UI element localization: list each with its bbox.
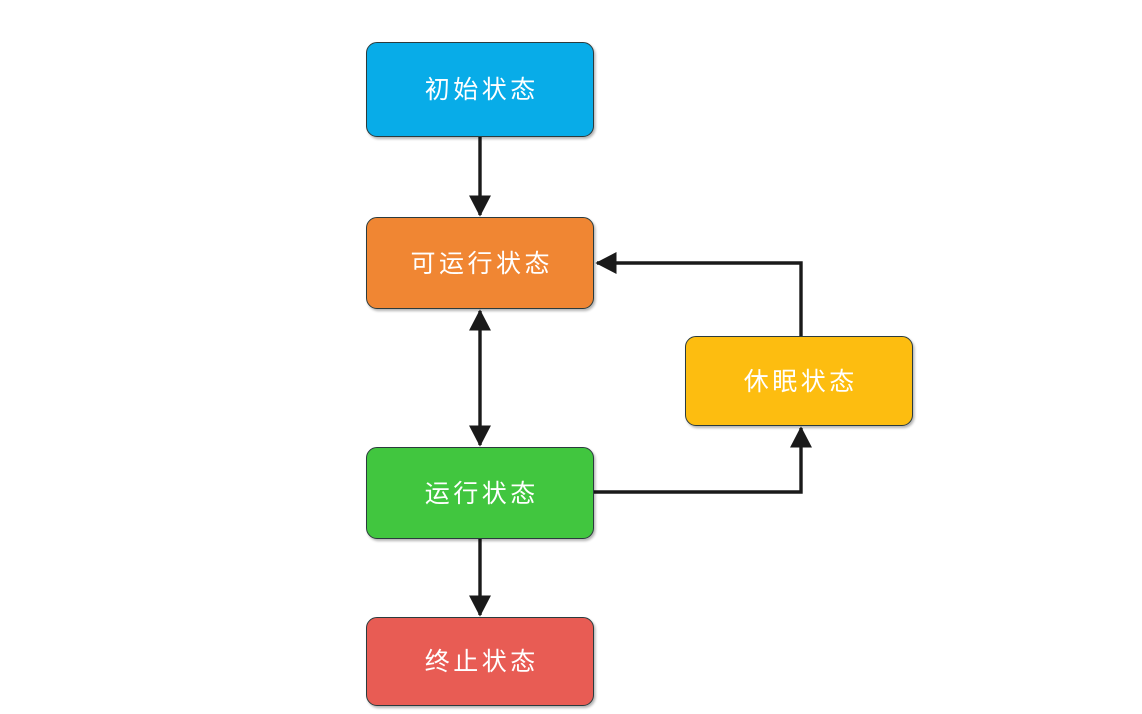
edge-running-to-dormant [594,426,813,494]
state-node-terminated[interactable]: 终止状态 [366,617,594,706]
state-node-initial[interactable]: 初始状态 [366,42,594,137]
edge-dormant-to-runnable [595,251,803,336]
state-node-running[interactable]: 运行状态 [366,447,594,539]
state-node-running-label: 运行状态 [424,478,539,508]
state-node-runnable-label: 可运行状态 [410,248,553,278]
state-node-dormant-label: 休眠状态 [743,366,858,396]
state-node-terminated-label: 终止状态 [424,647,539,676]
state-node-runnable[interactable]: 可运行状态 [366,217,594,309]
state-node-dormant[interactable]: 休眠状态 [685,336,913,426]
state-node-initial-label: 初始状态 [424,75,539,104]
